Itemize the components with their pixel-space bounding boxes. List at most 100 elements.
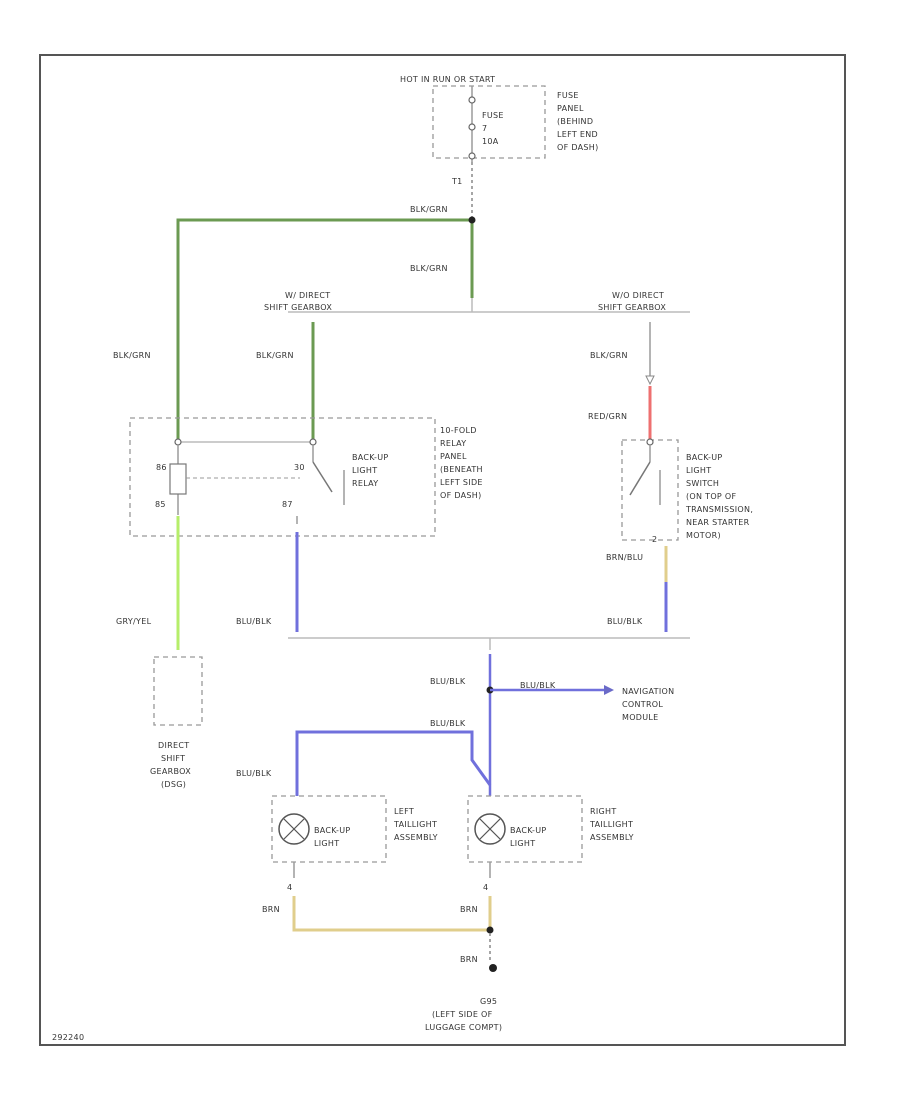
wire-label-red-grn: RED/GRN	[588, 412, 627, 421]
wire-label-blu-blk-mid: BLU/BLK	[430, 677, 466, 686]
splice-node-top	[468, 216, 476, 224]
relay-panel-label-5: LEFT SIDE	[440, 478, 483, 487]
right-tail-label-2: TAILLIGHT	[589, 820, 633, 829]
relay-switch-blade	[312, 461, 333, 493]
wire-label-blk-grn-left: BLK/GRN	[113, 351, 151, 360]
left-tail-label-3: ASSEMBLY	[394, 833, 438, 842]
relay-pin-86: 86	[156, 463, 167, 472]
switch-label-2: LIGHT	[686, 466, 711, 475]
fuse-panel-3: (BEHIND	[557, 117, 593, 126]
fuse-panel-1: FUSE	[557, 91, 579, 100]
switch-pin-2: 2	[652, 535, 657, 544]
relay-label-3: RELAY	[352, 479, 379, 488]
splice-t1-label: T1	[451, 177, 463, 186]
switch-terminal-top	[646, 438, 654, 446]
relay-label-1: BACK-UP	[352, 453, 388, 462]
relay-panel-label-6: OF DASH)	[440, 491, 482, 500]
wire-label-blu-blk-left: BLU/BLK	[236, 617, 272, 626]
fuse-panel-4: LEFT END	[557, 130, 598, 139]
right-tail-label-3: ASSEMBLY	[590, 833, 634, 842]
left-taillight-box	[271, 795, 387, 863]
fuse-terminal-bottom	[468, 152, 476, 160]
wire-blk-grn-left-feed	[176, 218, 472, 442]
ground-point-icon	[489, 964, 497, 972]
fuse-panel-5: OF DASH)	[557, 143, 599, 152]
switch-label-4: (ON TOP OF	[686, 492, 736, 501]
relay-panel-label-1: 10-FOLD	[440, 426, 477, 435]
fuse-inner-3: 10A	[482, 137, 499, 146]
relay-pin-30: 30	[294, 463, 305, 472]
right-lamp-text-2: LIGHT	[510, 839, 535, 848]
nav-module-label-1: NAVIGATION	[622, 687, 674, 696]
wire-label-blu-blk-nav: BLU/BLK	[520, 681, 556, 690]
switch-label-5: TRANSMISSION,	[685, 505, 753, 514]
dsg-module-box	[153, 656, 203, 726]
relay-panel-label-3: PANEL	[440, 452, 467, 461]
relay-panel-box	[129, 417, 436, 537]
relay-label-2: LIGHT	[352, 466, 377, 475]
wire-blu-blk-left-lamp	[295, 730, 492, 796]
ground-label-1: G95	[480, 997, 497, 1006]
wire-label-brn-r: BRN	[460, 905, 478, 914]
right-tail-label-1: RIGHT	[590, 807, 617, 816]
dsg-ecu-label-3: GEARBOX	[150, 767, 191, 776]
fuse-inner-1: FUSE	[482, 111, 504, 120]
figure-id: 292240	[52, 1033, 84, 1042]
relay-terminal-30	[309, 438, 317, 446]
with-dsg-label-2: SHIFT GEARBOX	[264, 303, 332, 312]
relay-panel-label-4: (BENEATH	[440, 465, 483, 474]
wire-label-blk-grn-1: BLK/GRN	[410, 205, 448, 214]
fuse-panel-box	[432, 85, 546, 159]
dsg-ecu-label-4: (DSG)	[161, 780, 186, 789]
right-lamp-pin: 4	[483, 883, 488, 892]
fuse-panel-2: PANEL	[557, 104, 584, 113]
wire-label-brn-l: BRN	[262, 905, 280, 914]
left-lamp-text-1: BACK-UP	[314, 826, 350, 835]
without-dsg-label-2: SHIFT GEARBOX	[598, 303, 666, 312]
with-dsg-label-1: W/ DIRECT	[285, 291, 330, 300]
relay-panel-label-2: RELAY	[440, 439, 467, 448]
hot-in-run-label: HOT IN RUN OR START	[400, 75, 495, 84]
relay-terminal-86	[174, 438, 182, 446]
left-lamp-text-2: LIGHT	[314, 839, 339, 848]
wire-label-blu-blk-lamp-r: BLU/BLK	[430, 719, 466, 728]
right-lamp-text-1: BACK-UP	[510, 826, 546, 835]
relay-pin-85: 85	[155, 500, 166, 509]
nav-arrow	[604, 685, 614, 695]
fuse-inner-2: 7	[482, 124, 487, 133]
fuse-terminal-top	[468, 96, 476, 104]
right-taillight-box	[467, 795, 583, 863]
wire-label-gry-yel: GRY/YEL	[116, 617, 152, 626]
wire-label-brn-blu: BRN/BLU	[606, 553, 643, 562]
left-lamp-pin: 4	[287, 883, 292, 892]
left-tail-label-2: TAILLIGHT	[393, 820, 437, 829]
wire-label-blk-grn-2: BLK/GRN	[410, 264, 448, 273]
fuse-terminal-mid	[468, 123, 476, 131]
dsg-ecu-label-2: SHIFT	[161, 754, 185, 763]
wire-label-blk-grn-right: BLK/GRN	[590, 351, 628, 360]
wire-label-brn-g: BRN	[460, 955, 478, 964]
nav-module-label-2: CONTROL	[622, 700, 663, 709]
without-dsg-label-1: W/O DIRECT	[612, 291, 664, 300]
switch-blade	[629, 461, 651, 496]
switch-label-1: BACK-UP	[686, 453, 722, 462]
wire-label-blu-blk-lamp-l: BLU/BLK	[236, 769, 272, 778]
left-bulb-filament-b	[283, 818, 305, 840]
switch-label-3: SWITCH	[686, 479, 719, 488]
wire-label-blu-blk-right: BLU/BLK	[607, 617, 643, 626]
connector-switch	[645, 375, 655, 386]
switch-label-6: NEAR STARTER	[686, 518, 750, 527]
right-bulb-filament-b	[479, 818, 501, 840]
splice-node-ground	[486, 926, 494, 934]
wire-label-blk-grn-mid: BLK/GRN	[256, 351, 294, 360]
switch-label-7: MOTOR)	[686, 531, 721, 540]
nav-module-label-3: MODULE	[622, 713, 659, 722]
relay-coil	[169, 463, 187, 495]
dsg-ecu-label-1: DIRECT	[158, 741, 189, 750]
ground-label-3: LUGGAGE COMPT)	[425, 1023, 502, 1032]
relay-pin-87: 87	[282, 500, 293, 509]
ground-label-2: (LEFT SIDE OF	[432, 1010, 493, 1019]
diagram-frame	[39, 54, 846, 1046]
left-tail-label-1: LEFT	[394, 807, 414, 816]
